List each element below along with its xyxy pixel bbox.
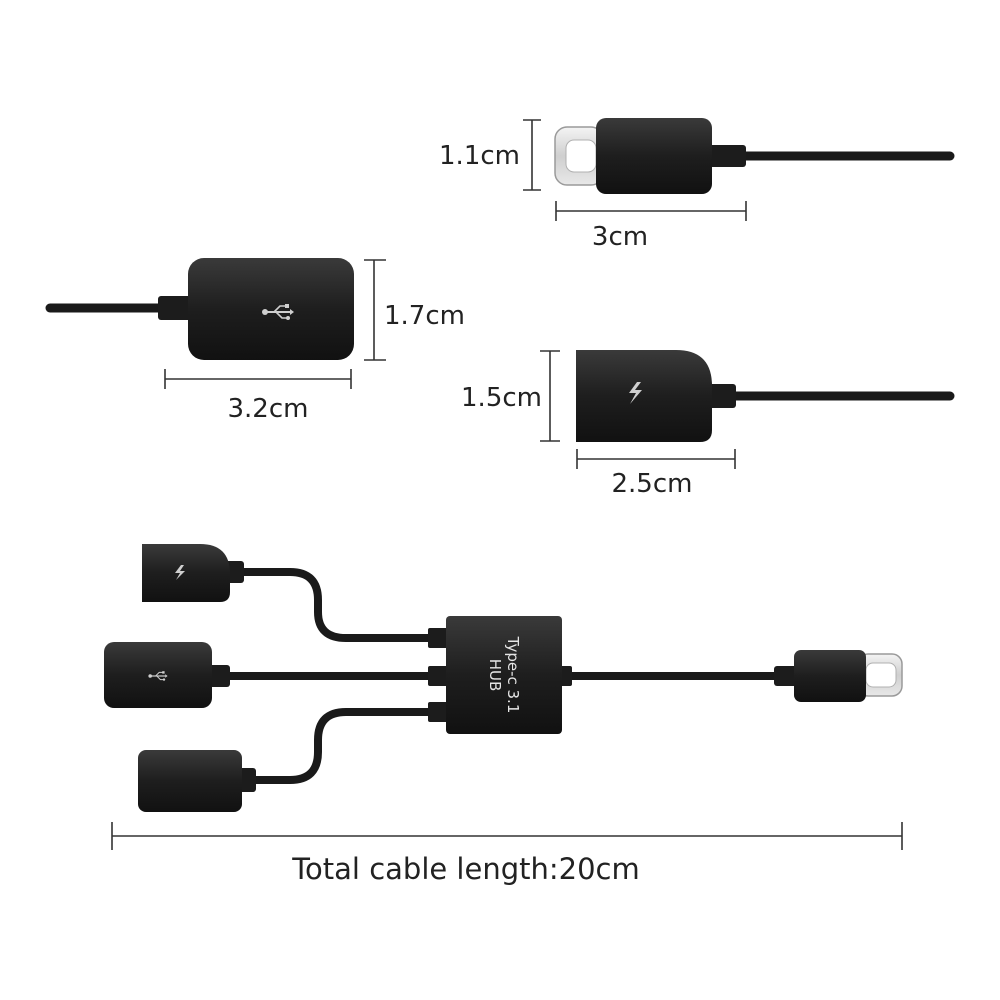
hub-body [446, 616, 562, 734]
typec-height-label: 1.1cm [439, 141, 520, 171]
power-length-label: 2.5cm [612, 469, 693, 499]
typec-length-dimension: 3cm [555, 201, 747, 252]
usb-length-label: 3.2cm [228, 394, 309, 424]
lightning-bolt-icon [175, 565, 185, 580]
usb-height-label: 1.7cm [384, 301, 465, 331]
typec-height-dimension: 1.1cm [439, 119, 541, 191]
typec-length-label: 3cm [592, 222, 648, 252]
usb-length-dimension: 3.2cm [164, 369, 352, 424]
total-length-dimension: Total cable length:20cm [111, 822, 903, 886]
power-length-dimension: 2.5cm [576, 449, 736, 499]
power-connector [576, 350, 955, 442]
total-length-label: Total cable length:20cm [291, 852, 640, 886]
lightning-bolt-icon [629, 382, 642, 404]
usb-female-connector [45, 258, 354, 360]
power-height-dimension: 1.5cm [461, 350, 560, 442]
hub-label-line1: Type-c 3.1 [504, 636, 522, 714]
hub-assembly: Type-c 3.1 HUB [104, 544, 903, 812]
power-height-label: 1.5cm [461, 383, 542, 413]
hub-label-line2: HUB [486, 659, 504, 692]
usb-trident-icon [148, 671, 168, 681]
usb-trident-icon [262, 304, 294, 320]
typec-plug-top [554, 118, 955, 194]
usb-height-dimension: 1.7cm [364, 259, 465, 361]
